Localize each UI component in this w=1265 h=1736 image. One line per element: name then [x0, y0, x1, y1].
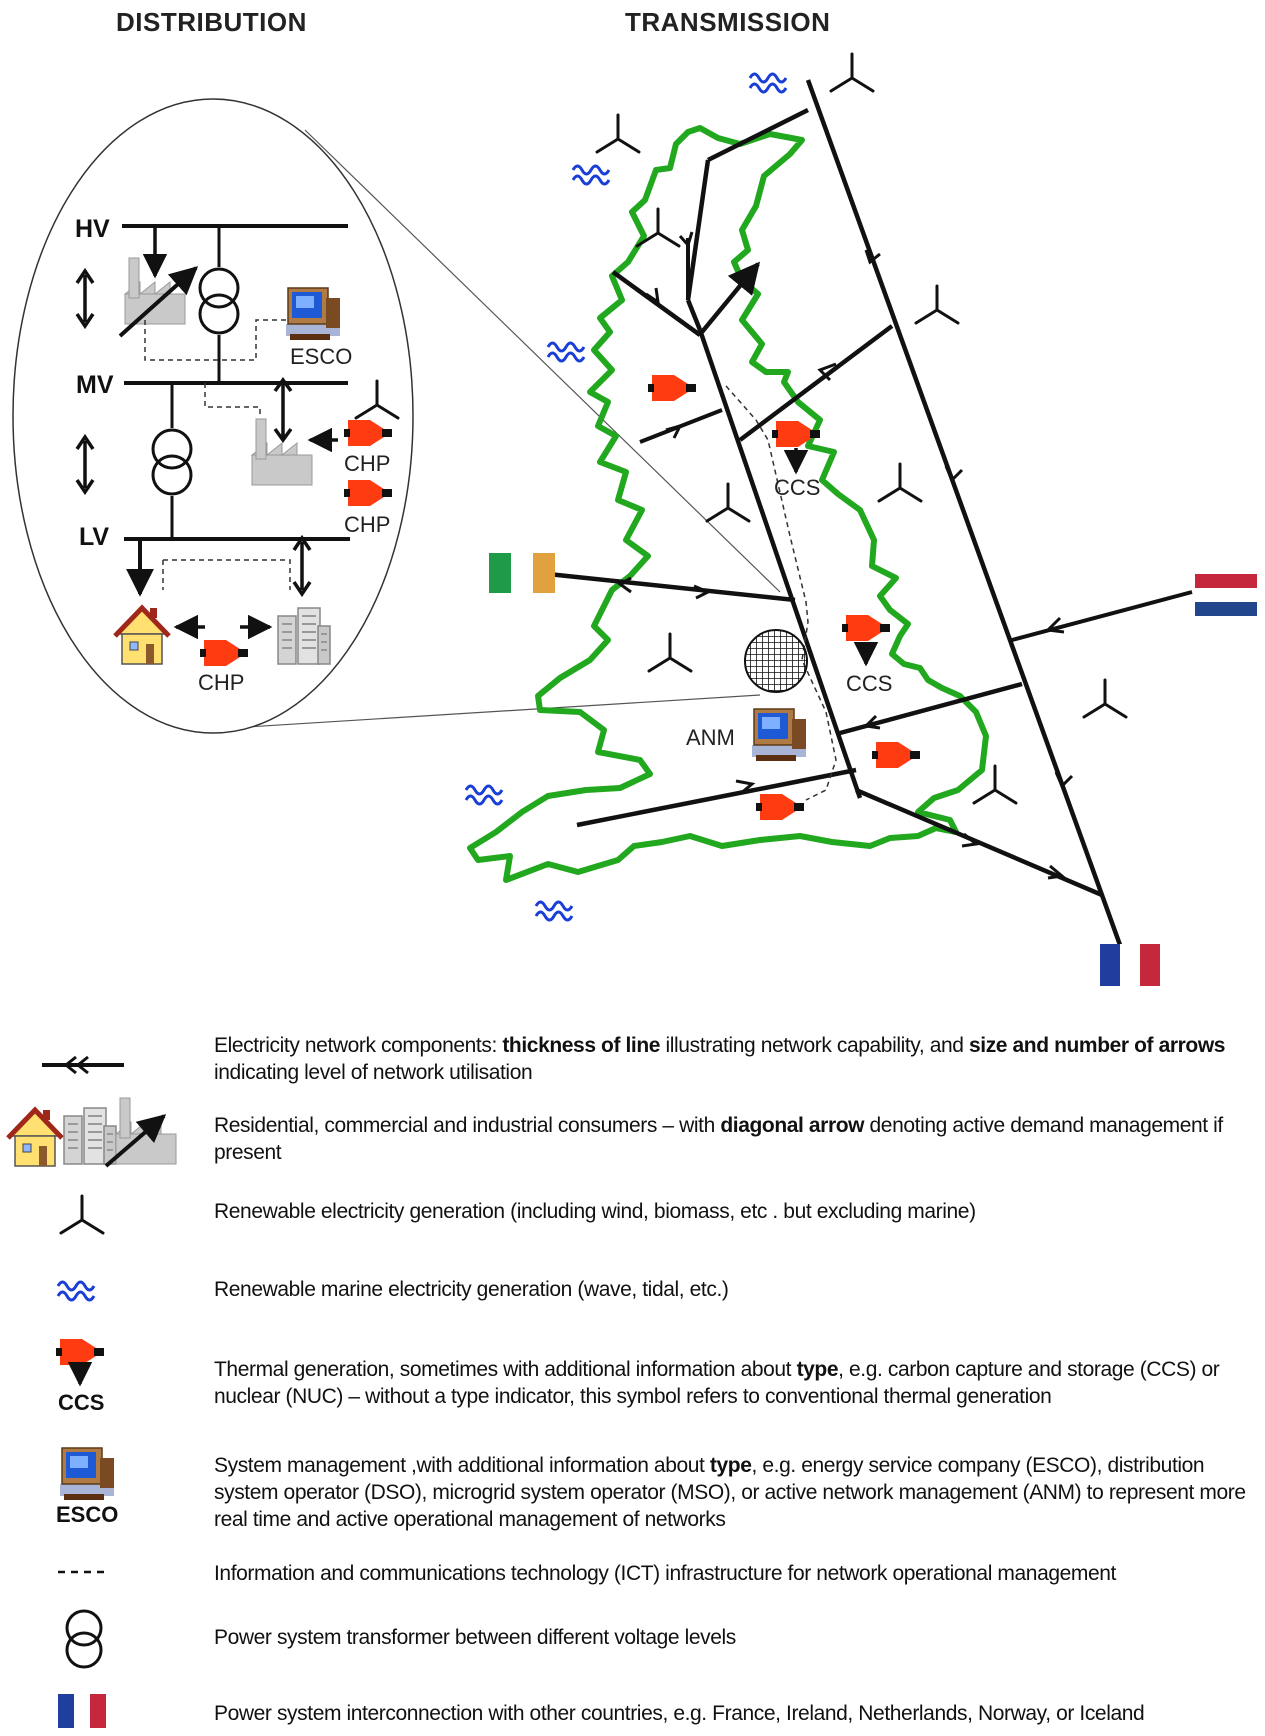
house-icon — [8, 1110, 62, 1166]
chp-label-3: CHP — [198, 670, 244, 695]
great-britain-coastline — [467, 125, 989, 883]
transformer-legend-icon — [65, 1609, 103, 1669]
legend-renewable: Renewable electricity generation (includ… — [0, 1194, 1265, 1238]
marine-wave-icon-northwest — [571, 164, 611, 186]
energy-system-diagram: DISTRIBUTION TRANSMISSION HV MV LV ESCO — [12, 7, 1257, 986]
consumers-icons — [0, 1097, 177, 1168]
turbine-icon-highlands — [635, 207, 681, 248]
legend-system-management-text: System management ,with additional infor… — [214, 1454, 1246, 1531]
marine-wave-legend-icon — [56, 1280, 96, 1302]
ict-link-esco — [144, 319, 286, 361]
turbine-icon-england — [705, 482, 751, 523]
distribution-heading: DISTRIBUTION — [116, 7, 307, 37]
france-interconnector — [855, 787, 1103, 898]
network-line-icon — [42, 1055, 124, 1075]
france-flag-legend-icon — [58, 1694, 106, 1728]
anm-label: ANM — [686, 725, 735, 750]
system-management-legend-esco-label: ESCO — [56, 1502, 118, 1527]
legend-interconnection-text: Power system interconnection with other … — [214, 1702, 1145, 1725]
netherlands-flag-icon — [1195, 574, 1257, 616]
ccs-generator-icon-middle — [842, 615, 890, 641]
legend-network: Electricity network components: thicknes… — [0, 1032, 1265, 1092]
chp-label-2: CHP — [344, 512, 390, 537]
thermal-generator-icon-scotland — [648, 375, 696, 401]
ccs-label-middle: CCS — [846, 671, 892, 696]
ict-transmission-link — [725, 385, 837, 801]
thermal-ccs-legend-icon: CCS — [56, 1339, 104, 1415]
east-coast-line — [805, 79, 1123, 946]
distribution-network: HV MV LV ESCO CHP CHP — [75, 215, 400, 695]
ireland-flag-icon — [489, 553, 555, 593]
legend-interconnection: Power system interconnection with other … — [0, 1694, 1265, 1736]
legend-ict: Information and communications technolog… — [0, 1560, 1265, 1596]
ccs-generator-icon-north — [772, 421, 820, 447]
netherlands-interconnector — [1011, 590, 1193, 642]
ict-link-mv — [204, 383, 261, 415]
thermal-legend-ccs-label: CCS — [58, 1390, 104, 1415]
hv-mv-double-arrow — [75, 267, 95, 330]
chp-label-1: CHP — [344, 451, 390, 476]
turbine-icon-northwest — [595, 113, 641, 154]
thermal-generation: CCS CCS — [648, 375, 920, 820]
legend-thermal: CCS Thermal generation, sometimes with a… — [0, 1339, 1265, 1426]
turbine-icon-north — [829, 52, 875, 93]
thermal-generator-icon-south-east — [872, 742, 920, 768]
legend-renewable-text: Renewable electricity generation (includ… — [214, 1200, 976, 1223]
active-demand-arrow-icon — [118, 266, 199, 338]
legend-marine: Renewable marine electricity generation … — [0, 1276, 1265, 1316]
esco-label: ESCO — [290, 344, 352, 369]
france-flag-icon — [1100, 944, 1160, 986]
marine-wave-icon-west — [546, 341, 586, 363]
legend-transformer-text: Power system transformer between differe… — [214, 1626, 736, 1649]
legend-ict-text: Information and communications technolog… — [214, 1562, 1116, 1585]
zoom-line-bottom — [214, 694, 761, 730]
legend-marine-text: Renewable marine electricity generation … — [214, 1278, 729, 1301]
thermal-generator-icon-south — [756, 794, 804, 820]
transmission-heading: TRANSMISSION — [625, 7, 830, 37]
mv-label: MV — [76, 371, 114, 399]
turbine-icon-east-coast — [877, 462, 923, 503]
office-icon — [63, 1107, 117, 1165]
mv-lv-double-arrow — [75, 433, 95, 496]
legend-thermal-text: Thermal generation, sometimes with addit… — [214, 1358, 1220, 1408]
demand-centre-hatched-icon — [744, 629, 808, 693]
zoom-line-top — [304, 129, 781, 593]
marine-wave-icon-north — [748, 72, 788, 94]
lv-label: LV — [79, 523, 109, 551]
legend-network-text: Electricity network components: thicknes… — [214, 1034, 1226, 1084]
ireland-interconnector — [547, 571, 796, 603]
legend-consumers-text: Residential, commercial and industrial c… — [214, 1114, 1223, 1164]
hv-label: HV — [75, 215, 110, 243]
transmission-network — [547, 79, 1193, 946]
ccs-label-north: CCS — [774, 475, 820, 500]
turbine-icon-wales — [647, 632, 693, 673]
west-spine-line — [697, 329, 863, 799]
legend-system-management: ESCO System management ,with additional … — [0, 1447, 1265, 1542]
legend-transformer: Power system transformer between differe… — [0, 1609, 1265, 1684]
turbine-legend-icon — [59, 1194, 105, 1235]
ict-dashed-legend-icon — [58, 1570, 108, 1574]
system-management-legend-icon: ESCO — [56, 1447, 118, 1527]
diagonal-arrow-icon — [104, 1114, 167, 1168]
turbine-icon-east-anglia — [1082, 678, 1128, 719]
distribution-zoom-ellipse — [12, 98, 414, 734]
anm-computer-icon — [751, 708, 807, 762]
marine-wave-icon-irish-sea — [464, 784, 504, 806]
legend-consumers: Residential, commercial and industrial c… — [0, 1097, 1265, 1182]
marine-wave-icon-south-west — [534, 900, 574, 922]
ict-link-lv — [162, 559, 291, 590]
turbine-icon-north-sea — [914, 284, 960, 325]
